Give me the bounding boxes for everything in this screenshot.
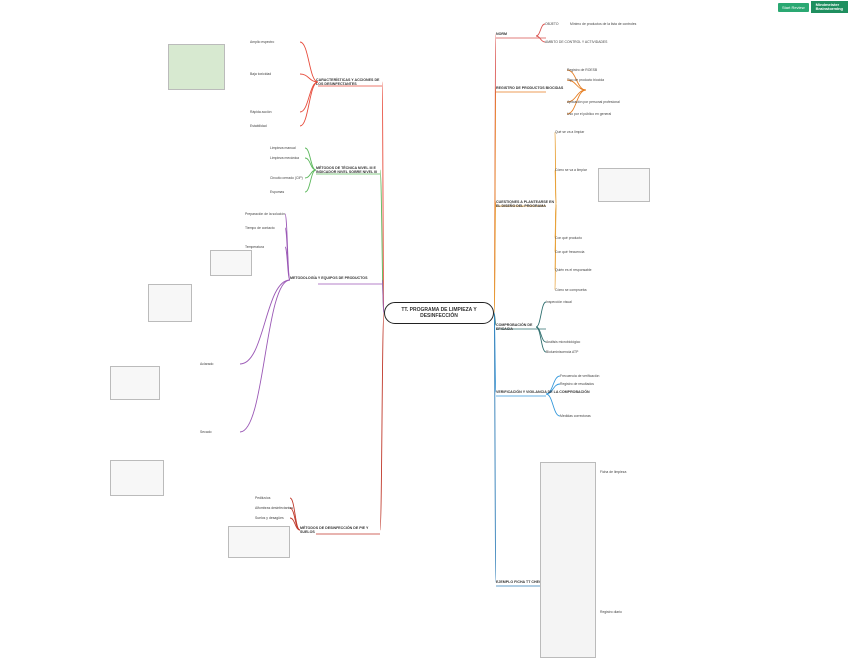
leaf-connector-12 <box>535 301 547 328</box>
leaf-norm-objeto[interactable]: OBJETO <box>545 22 559 26</box>
leaf-pies-2[interactable]: Alfombras desinfectantes <box>255 506 294 510</box>
branch-comprobacion[interactable]: COMPROBACIÓN DE EFICACIA <box>496 323 533 332</box>
leaf-verificacion-2[interactable]: Registro de resultados <box>560 382 594 386</box>
leaf-connector-27 <box>304 169 317 193</box>
leaf-biocidas-2[interactable]: Tipo de producto biocida <box>567 78 605 82</box>
branch-norm[interactable]: NORM <box>496 32 507 36</box>
leaf-tecnica-3[interactable]: Circuito cerrado (CIP) <box>270 176 303 180</box>
image-thumbnail-desinfectantes[interactable] <box>168 44 225 90</box>
leaf-desinf-2[interactable]: Baja toxicidad <box>250 72 272 76</box>
leaf-cuestiones-4[interactable]: Con qué frecuencia <box>555 250 585 254</box>
leaf-connector-30 <box>284 246 291 281</box>
leaf-connector-3 <box>566 79 587 91</box>
leaf-connector-23 <box>299 81 319 127</box>
table-thumbnail-metodologia[interactable] <box>148 284 192 322</box>
leaf-connector-31 <box>239 279 291 365</box>
branch-verificacion[interactable]: VERIFICACIÓN Y VIGILANCIA DE LA COMPROBA… <box>496 390 590 394</box>
leaf-metodo-2[interactable]: Tiempo de contacto <box>245 226 275 230</box>
connector-left-2 <box>381 279 385 314</box>
leaf-cuestiones-5[interactable]: Quién es el responsable <box>555 268 592 272</box>
connector-right-2 <box>493 201 497 314</box>
leaf-ficha-2[interactable]: Registro diario <box>600 610 622 614</box>
leaf-connector-22 <box>299 81 319 113</box>
branch-cuestiones[interactable]: CUESTIONES A PLANTEARSE EN EL DISEÑO DEL… <box>496 200 555 209</box>
connector-right-5 <box>493 312 497 583</box>
brand-line-1: Mindmeister <box>815 2 840 7</box>
leaf-desinf-1[interactable]: Amplio espectro <box>250 40 275 44</box>
leaf-cuestiones-3[interactable]: Con qué producto <box>555 236 582 240</box>
branch-ficha[interactable]: EJEMPLO FICHA TT CHECK <box>496 580 545 584</box>
leaf-norm-ambito[interactable]: AMBITO DE CONTROL Y ACTIVIDADES <box>545 40 608 44</box>
leaf-tecnica-2[interactable]: Limpieza mecánica <box>270 156 300 160</box>
branch-desinfectantes[interactable]: CARACTERÍSTICAS Y ACCIONES DE LOS DESINF… <box>316 78 380 87</box>
leaf-pies-1[interactable]: Pediluvios <box>255 496 271 500</box>
document-thumbnail-ficha[interactable] <box>540 462 596 658</box>
leaf-connector-0 <box>535 23 546 37</box>
leaf-metodo-4[interactable]: Aclarado <box>200 362 214 366</box>
branch-pies-suelos[interactable]: MÉTODOS DE DESINFECCIÓN DE PIE Y SUELOS <box>300 526 369 535</box>
leaf-connector-21 <box>299 73 319 83</box>
branch-registro-biocidas[interactable]: REGISTRO DE PRODUCTOS BIOCIDAS <box>496 86 564 90</box>
leaf-connector-14 <box>535 326 547 353</box>
leaf-connector-1 <box>535 35 546 43</box>
leaf-metodo-5[interactable]: Secado <box>200 430 212 434</box>
leaf-connector-32 <box>239 279 291 433</box>
connector-left-3 <box>379 312 385 531</box>
table-thumbnail-metodo-4[interactable] <box>110 460 164 496</box>
leaf-ficha-1[interactable]: Ficha de limpieza <box>600 470 627 474</box>
leaf-biocidas-3[interactable]: Aplicación por personal profesional <box>567 100 620 104</box>
table-thumbnail-metodo-3[interactable] <box>110 366 160 400</box>
leaf-connector-11 <box>554 203 557 291</box>
leaf-cuestiones-2[interactable]: Cómo se va a limpiar <box>555 168 587 172</box>
leaf-metodo-1[interactable]: Preparación de la solución <box>245 212 285 216</box>
leaf-verificacion-1[interactable]: Frecuencia de verificación <box>560 374 600 378</box>
leaf-connector-29 <box>284 227 291 281</box>
leaf-connector-20 <box>299 41 319 83</box>
leaf-biocidas-4[interactable]: Uso por el público en general <box>567 112 612 116</box>
leaf-cuestiones-1[interactable]: Qué se va a limpiar <box>555 130 585 134</box>
leaf-connector-33 <box>289 497 301 531</box>
central-topic[interactable]: TT. PROGRAMA DE LIMPIEZA Y DESINFECCIÓN <box>384 302 494 324</box>
leaf-desinf-3[interactable]: Rápida acción <box>250 110 272 114</box>
brand-logo[interactable]: Mindmeister Brainstorming <box>810 1 848 13</box>
leaf-connector-7 <box>554 169 557 205</box>
leaf-verificacion-3[interactable]: Medidas correctoras <box>560 414 591 418</box>
leaf-comprobacion-3[interactable]: Bioluminiscencia ATP <box>546 350 579 354</box>
leaf-tecnica-1[interactable]: Limpieza manual <box>270 146 296 150</box>
brand-line-2: Brainstorming <box>815 6 843 11</box>
leaf-connector-25 <box>304 157 317 171</box>
leaf-connector-35 <box>289 517 301 531</box>
leaf-biocidas-1[interactable]: Registro de ROESB <box>567 68 598 72</box>
branch-tecnica[interactable]: MÉTODOS DE TÉCNICA NIVEL III E INDICADOR… <box>316 166 378 175</box>
leaf-connector-5 <box>566 89 587 115</box>
start-review-button[interactable]: Start Review <box>777 2 809 12</box>
connector-left-0 <box>381 81 385 314</box>
leaf-comprobacion-2[interactable]: Análisis microbiológico <box>546 340 581 344</box>
table-thumbnail-cuestiones[interactable] <box>598 168 650 202</box>
leaf-cuestiones-6[interactable]: Cómo se comprueba <box>555 288 587 292</box>
leaf-tecnica-4[interactable]: Espumas <box>270 190 285 194</box>
top-toolbar: Start Review Mindmeister Brainstorming <box>777 0 848 14</box>
leaf-connector-16 <box>545 383 561 395</box>
leaf-pies-3[interactable]: Suelos y desagües <box>255 516 284 520</box>
table-thumbnail-pies[interactable] <box>228 526 290 558</box>
leaf-desinf-4[interactable]: Estabilidad <box>250 124 267 128</box>
leaf-comprobacion-1[interactable]: Inspección visual <box>546 300 572 304</box>
leaf-connector-17 <box>545 393 561 417</box>
leaf-norm-minimo[interactable]: Mínimo de productos de la lista de contr… <box>570 22 637 26</box>
branch-metodologia[interactable]: METODOLOGÍA Y EQUIPOS DE PRODUCTOS <box>290 276 368 280</box>
table-thumbnail-metodo-2[interactable] <box>210 250 252 276</box>
leaf-metodo-3[interactable]: Temperatura <box>245 245 265 249</box>
